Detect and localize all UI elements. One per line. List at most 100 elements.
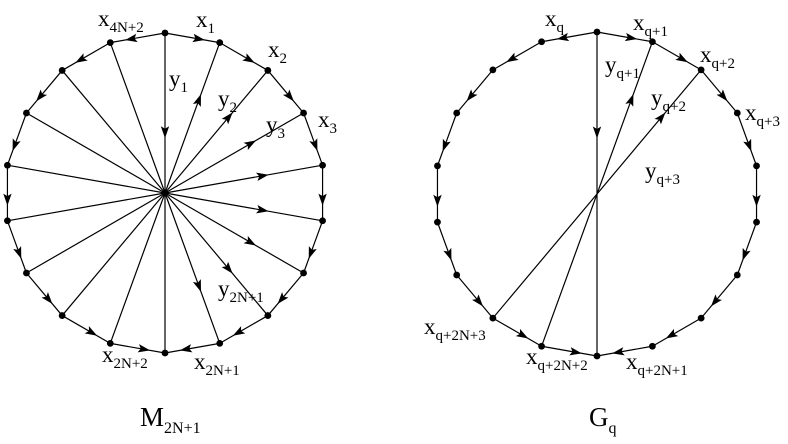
vertex [161,349,169,357]
rim-edge [219,42,269,71]
rim-edge [61,315,111,344]
edge-label-y2: y2 [218,86,237,116]
spoke-edge [164,112,304,194]
spoke-edge [164,192,304,274]
rim-arrow [742,247,751,261]
rim-arrow [743,138,752,152]
vertex [733,271,741,279]
vertex [697,314,705,322]
edge-label-xq2n2: xq+2N+2 [526,344,588,374]
graph-g-arrows [433,32,761,356]
edge-label-xq2n1: xq+2N+1 [626,349,688,379]
vertex [753,218,760,226]
vertex [319,161,326,169]
rim-arrow [242,53,255,63]
rim-edge [267,70,305,114]
rim-edge [456,274,494,319]
vertex [264,67,272,74]
graph-g: xq xq+1 xq+2 xq+3 yq+1 yq+2 yq+3 xq+2N+3… [424,6,780,437]
rim-edge [302,112,324,166]
spoke-edge [164,42,221,194]
rim-edge [164,342,220,354]
vertex [58,312,66,319]
graph-m-arrows [3,33,327,353]
vertex [538,38,545,46]
rim-edge [302,220,324,274]
rim-arrow [308,246,317,259]
spoke-edge [164,192,323,222]
vertex [733,109,741,117]
rim-arrow [515,328,529,339]
vertex [453,271,461,279]
edge-label-xq3: xq+3 [745,100,780,130]
chord-arrow [592,126,602,139]
edge-label-y3: y3 [266,112,285,142]
vertex [434,218,441,226]
vertex [300,109,307,117]
vertex [593,352,601,360]
vertex [264,312,272,319]
edge-label-yq2: yq+2 [651,85,686,115]
edge-label-x2: x2 [268,37,287,67]
rim-arrow [13,246,22,259]
vertex [216,39,224,47]
rim-arrow [36,89,48,102]
rim-arrow [506,52,519,63]
spoke-edge [7,192,166,222]
rim-edge [267,272,305,316]
spoke-arrow [192,279,201,292]
graph-g-vertices [434,28,760,360]
rim-arrow [752,194,761,207]
vertex [106,39,114,47]
rim-edge [492,41,542,71]
rim-arrow [232,326,246,336]
rim-arrow [75,53,88,63]
spoke-arrow [243,235,257,246]
vertex [538,342,545,350]
spoke-edge [7,164,166,194]
edge-label-y2n1: y2N+1 [218,276,264,306]
rim-arrow [442,138,451,152]
vertex [319,217,326,225]
edge-label-xq1: xq+1 [633,10,668,40]
rim-edge [652,41,702,71]
rim-edge [25,272,63,316]
spoke-edge [61,192,166,316]
rim-arrow [282,89,294,102]
vertex [753,162,760,170]
spoke-edge [109,42,166,194]
spoke-edge [164,192,269,316]
spoke-arrow [221,261,233,274]
graph-g-edges [436,31,758,357]
rim-arrow [309,138,318,152]
chord-arrow [654,112,666,125]
graph-m: x4N+2 x1 x2 x3 y1 y2 y3 y2N+1 x2N+2 x2N+… [3,6,337,437]
rim-edge [596,345,653,357]
rim-arrow [624,32,638,42]
rim-arrow [41,292,53,304]
rim-arrow [665,328,679,339]
spoke-arrow [160,126,170,139]
rim-arrow [318,193,327,206]
edge-label-y1: y1 [169,66,188,96]
rim-arrow [125,33,138,43]
edge-label-x1: x1 [196,7,215,37]
graph-m-edges [6,32,324,354]
vertex [489,314,497,322]
rim-edge [436,221,458,276]
vertex [161,29,169,37]
spoke-edge [61,70,166,194]
rim-arrow [472,294,483,307]
graph-m-vertices [4,29,326,357]
vertex [106,339,114,347]
rim-edge [700,274,738,319]
rim-edge [219,315,269,344]
rim-arrow [12,138,21,152]
rim-arrow [3,193,12,206]
rim-edge [596,31,653,43]
edge-label-x2n2: x2N+2 [102,342,148,372]
rim-edge [541,31,598,43]
rim-edge [61,42,111,71]
spoke-arrow [221,112,233,125]
